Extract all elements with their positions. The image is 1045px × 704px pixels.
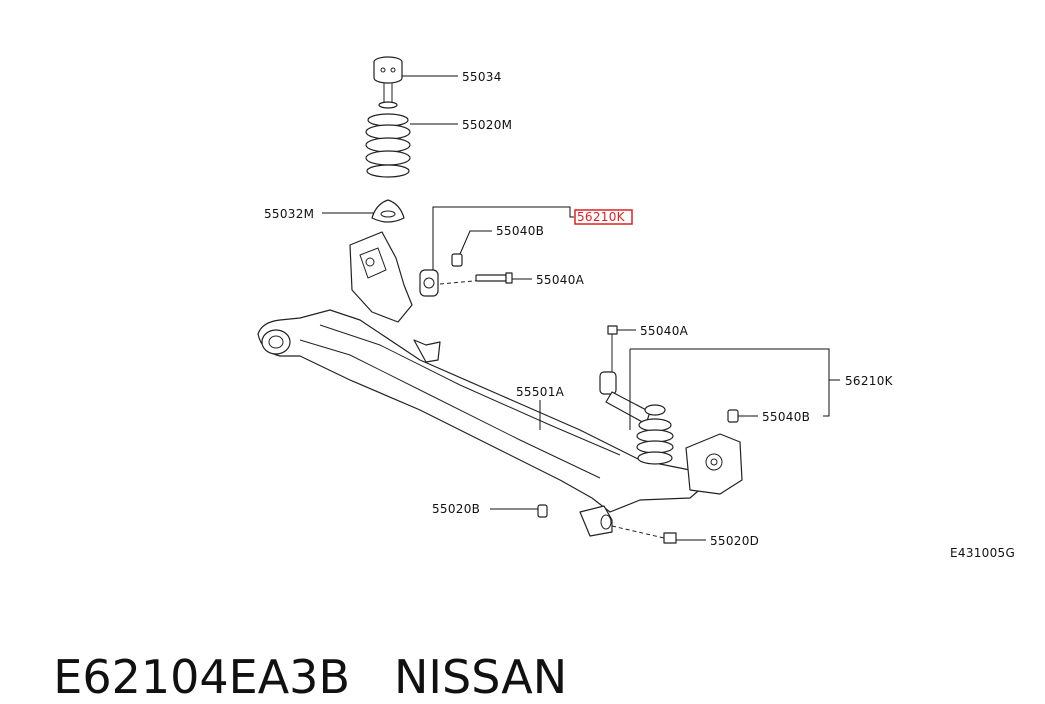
label-shock-absorber-left[interactable]: 56210K: [577, 210, 626, 224]
label-spring-seat: 55032M: [264, 207, 314, 221]
right-bracket: [685, 433, 743, 495]
bump-stopper-part: [373, 56, 403, 109]
highlight-box: [574, 209, 633, 225]
bolt-d-part: [579, 505, 677, 544]
label-bushing-b-right: 55040B: [762, 410, 810, 424]
label-bushing-b-left: 55040B: [496, 224, 544, 238]
left-bushing-part: [451, 253, 463, 267]
label-bolt-d: 55020D: [710, 534, 759, 548]
part-number: E62104EA3B: [53, 650, 351, 704]
right-bushing-part: [727, 409, 739, 423]
right-shock-absorber-part: [599, 332, 674, 465]
label-coil-spring: 55020M: [462, 118, 512, 132]
nut-b-part: [537, 504, 548, 518]
parts-diagram: 55034 55020M 55032M 56210K 55040B 55040A…: [257, 56, 1015, 560]
label-nut-b: 55020B: [432, 502, 480, 516]
spring-seat-part: [371, 199, 405, 223]
brand-name: NISSAN: [394, 650, 568, 704]
left-bolt-part: [439, 272, 513, 285]
label-bolt-a-right: 55040A: [640, 324, 689, 338]
coil-spring-part: [365, 113, 411, 178]
left-shock-mount: [419, 269, 439, 297]
axle-beam-part: [257, 309, 705, 513]
label-bump-stopper: 55034: [462, 70, 502, 84]
footer: E62104EA3B NISSAN: [24, 596, 567, 704]
label-shock-absorber-right: 56210K: [845, 374, 894, 388]
label-axle-beam: 55501A: [516, 385, 565, 399]
leader-lines: [322, 75, 840, 541]
right-bolt-part: [607, 325, 618, 356]
left-bracket: [349, 231, 441, 363]
label-bolt-a-left: 55040A: [536, 273, 585, 287]
diagram-code: E431005G: [950, 546, 1015, 560]
